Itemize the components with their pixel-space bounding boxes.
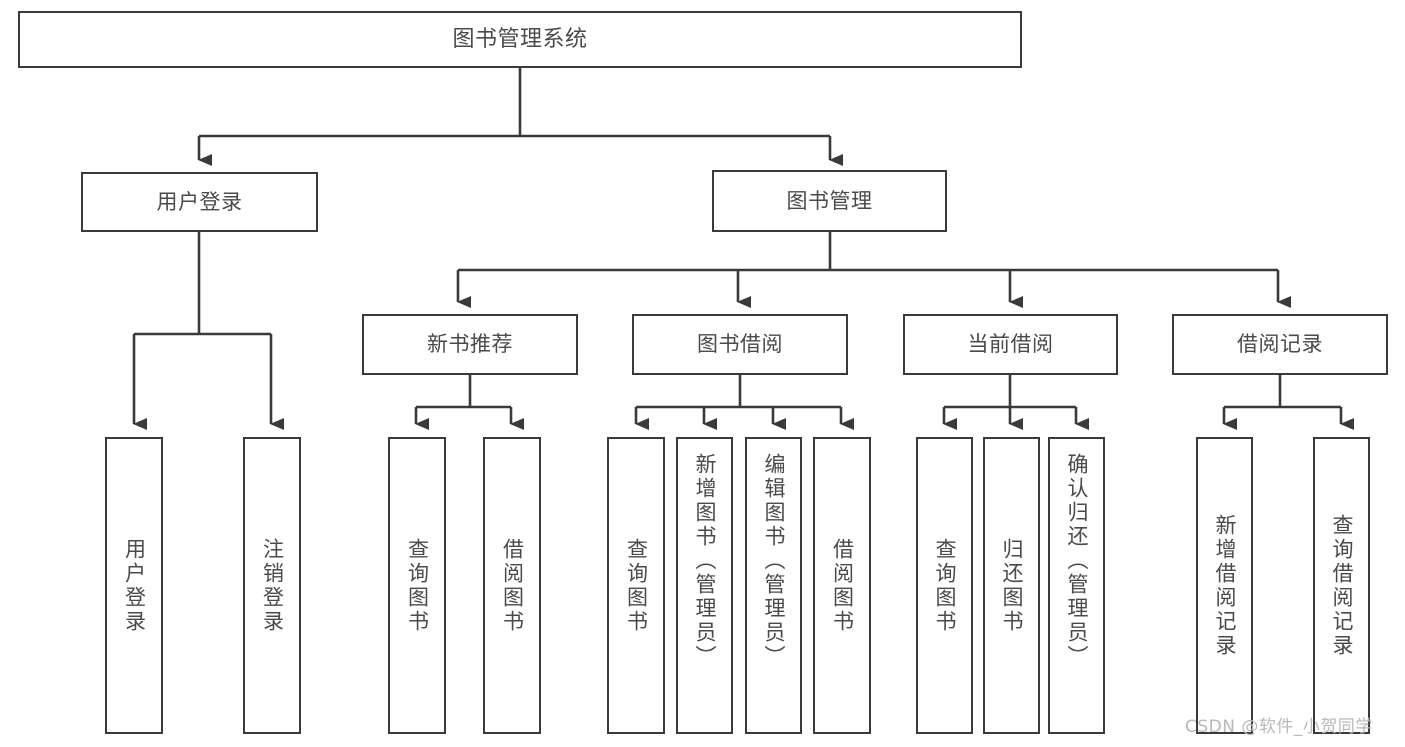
node-label: 图书管理 xyxy=(786,188,873,213)
leaf-record-add-record[interactable]: 新增借阅记录 xyxy=(1196,437,1253,734)
node-root-system[interactable]: 图书管理系统 xyxy=(18,11,1022,68)
node-label: 新增借阅记录 xyxy=(1213,513,1237,658)
watermark: CSDN @软件_小贺同学 xyxy=(1185,717,1373,737)
node-label: 归还图书 xyxy=(1000,537,1024,634)
node-label: 编辑图书（管理员） xyxy=(762,453,786,669)
leaf-borrow-query-book[interactable]: 查询图书 xyxy=(607,437,665,734)
node-label: 借阅图书 xyxy=(500,537,525,634)
leaf-borrow-add-book-admin[interactable]: 新增图书（管理员） xyxy=(676,437,733,734)
node-book-management[interactable]: 图书管理 xyxy=(712,170,947,232)
leaf-recommend-borrow-book[interactable]: 借阅图书 xyxy=(483,437,541,734)
node-label: 注销登录 xyxy=(260,537,285,634)
node-book-borrow[interactable]: 图书借阅 xyxy=(632,314,848,375)
leaf-current-return-book[interactable]: 归还图书 xyxy=(983,437,1040,734)
node-label: 确认归还（管理员） xyxy=(1065,453,1089,669)
leaf-current-query-book[interactable]: 查询图书 xyxy=(916,437,973,734)
leaf-borrow-edit-book-admin[interactable]: 编辑图书（管理员） xyxy=(745,437,802,734)
node-label: 查询借阅记录 xyxy=(1330,513,1354,658)
node-label: 当前借阅 xyxy=(967,332,1054,357)
node-label: 借阅图书 xyxy=(830,537,855,634)
leaf-current-confirm-return-admin[interactable]: 确认归还（管理员） xyxy=(1048,437,1105,734)
node-new-book-recommend[interactable]: 新书推荐 xyxy=(362,314,578,375)
node-current-borrow[interactable]: 当前借阅 xyxy=(903,314,1118,375)
node-label: 查询图书 xyxy=(405,537,430,634)
node-label: 图书借阅 xyxy=(697,332,783,357)
node-borrow-record[interactable]: 借阅记录 xyxy=(1172,314,1388,375)
node-label: 用户登录 xyxy=(156,189,243,214)
node-label: 查询图书 xyxy=(933,537,957,634)
node-label: 查询图书 xyxy=(624,537,649,634)
leaf-recommend-query-book[interactable]: 查询图书 xyxy=(388,437,446,734)
node-label: 新书推荐 xyxy=(427,332,513,357)
node-label: 借阅记录 xyxy=(1237,332,1323,357)
leaf-user-logout[interactable]: 注销登录 xyxy=(243,437,301,734)
leaf-record-query-record[interactable]: 查询借阅记录 xyxy=(1313,437,1370,734)
leaf-borrow-borrow-book[interactable]: 借阅图书 xyxy=(813,437,871,734)
node-user-login[interactable]: 用户登录 xyxy=(81,172,318,232)
node-label: 用户登录 xyxy=(122,537,147,634)
node-label: 图书管理系统 xyxy=(452,26,588,52)
node-label: 新增图书（管理员） xyxy=(693,453,717,669)
leaf-user-login[interactable]: 用户登录 xyxy=(105,437,163,734)
